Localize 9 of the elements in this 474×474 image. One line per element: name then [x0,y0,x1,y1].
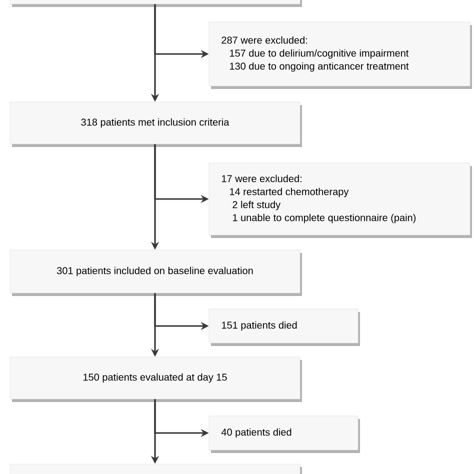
process-box: 150 patients evaluated at day 15 [10,356,302,402]
process-box [10,0,302,7]
process-box [10,464,302,474]
exclusion-box: 151 patients died [208,308,360,346]
exclusion-box: 17 were excluded: 14 restarted chemotherapy 2 left study 1 unable to complete questionnaire (pain) [208,162,472,238]
exclusion-box: 287 were excluded: 157 due to delirium/cognitive impairment 130 due to ongoing anticancer treatment [208,22,472,89]
process-box: 301 patients included on baseline evaluation [10,250,302,296]
exclusion-box: 40 patients died [208,416,360,453]
process-box: 318 patients met inclusion criteria [10,102,302,147]
